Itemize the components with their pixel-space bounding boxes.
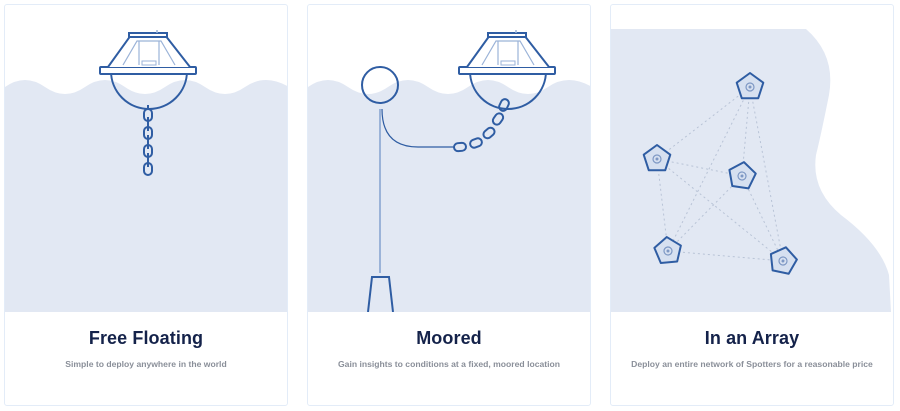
spotter-icon (728, 161, 757, 190)
deployment-card-array[interactable]: In an Array Deploy an entire network of … (610, 4, 894, 406)
network-links-icon (656, 86, 784, 262)
card-subtitle: Simple to deploy anywhere in the world (65, 359, 227, 369)
spotter-icon (642, 144, 672, 172)
mooring-line-icon (379, 108, 454, 273)
chain-icon (143, 105, 153, 176)
card-title: Free Floating (88, 328, 204, 348)
buoy-icon (99, 30, 197, 110)
deployment-card-free-floating[interactable]: Free Floating Simple to deploy anywhere … (4, 4, 288, 406)
deployment-card-moored[interactable]: Moored Gain insights to conditions at a … (307, 4, 591, 406)
buoy-icon (458, 30, 556, 110)
spotter-icon (769, 246, 798, 275)
water-icon (5, 80, 287, 312)
array-illustration (611, 5, 893, 312)
water-icon (308, 80, 590, 312)
marker-float-icon (361, 66, 399, 104)
card-title: In an Array (704, 328, 800, 348)
anchor-weight-icon (367, 276, 394, 312)
spotter-icon (653, 236, 682, 264)
card-title: Moored (416, 328, 482, 348)
moored-illustration (308, 5, 590, 312)
card-subtitle: Gain insights to conditions at a fixed, … (337, 359, 561, 369)
card-subtitle: Deploy an entire network of Spotters for… (631, 359, 873, 369)
chain-icon (453, 98, 510, 153)
free-floating-illustration (5, 5, 287, 312)
spotter-icon (735, 72, 765, 100)
